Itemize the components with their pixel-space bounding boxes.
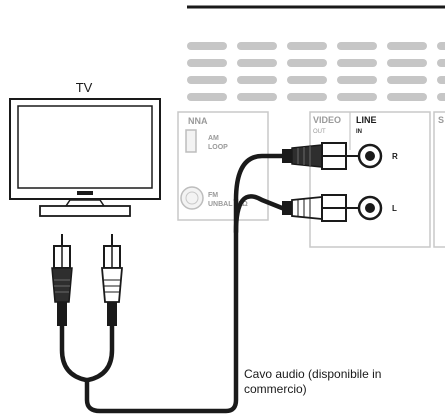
next-section-box [433,111,445,248]
audio-cable [59,153,285,414]
video-out-label: OUT [313,129,326,135]
line-label: LINE [356,115,377,125]
rca-plug-right-connected [282,142,358,170]
tv-label: TV [76,80,93,95]
rca-plug-left-connected [282,194,358,222]
rca-plug-left-loose [51,234,73,326]
tv-screen [17,105,153,189]
cable-caption-line2: commercio) [244,382,307,396]
line-in-label: IN [356,129,362,135]
rca-plug-right-loose [101,234,123,326]
left-channel-label: L [392,204,397,213]
line-in-right-jack [357,143,383,169]
am-loop-label-line1: AM [208,135,219,142]
antenna-section-label: NNA [188,116,208,126]
tv-illustration: TV [9,80,161,217]
line-in-left-jack [357,195,383,221]
fm-label-line1: FM [208,192,218,199]
fm-antenna-jack [180,186,204,210]
partial-section-label: S [438,115,444,125]
fm-label-line2: UNBAL 75Ω [208,201,248,208]
right-channel-label: R [392,152,398,161]
video-label: VIDEO [313,115,341,125]
cable-caption-line1: Cavo audio (disponibile in [244,367,381,381]
video-line-section-box [309,111,431,248]
am-loop-label-line2: LOOP [208,144,228,151]
antenna-section-box [177,111,269,221]
ventilation-grille [187,42,445,101]
am-loop-terminal [185,129,197,153]
receiver-rear-panel: NNA AM LOOP FM UNBAL 75Ω VIDEO OUT LINE … [177,5,445,248]
